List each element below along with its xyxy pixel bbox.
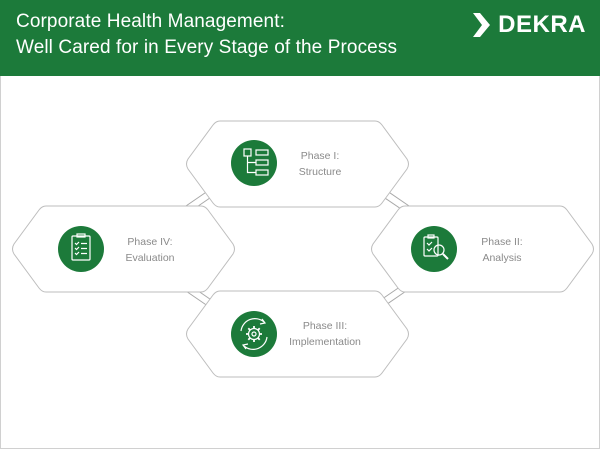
phase-implementation-label: Phase III: Implementation xyxy=(270,318,380,350)
phase-implementation-number: Phase III: xyxy=(302,320,348,332)
dekra-logo: DEKRA xyxy=(470,10,586,40)
phase-structure-name: Structure xyxy=(298,166,342,178)
page-title-line-2: Well Cared for in Every Stage of the Pro… xyxy=(16,37,398,58)
phase-evaluation-hexagon xyxy=(12,205,235,293)
phase-implementation-hexagon xyxy=(186,290,409,378)
org-chart-icon xyxy=(243,148,269,176)
checklist-icon xyxy=(71,233,91,261)
phase-analysis-label: Phase II: Analysis xyxy=(447,234,557,266)
phase-structure-label: Phase I: Structure xyxy=(265,148,375,180)
clipboard-magnifier-icon xyxy=(423,234,449,260)
gear-cycle-icon xyxy=(240,318,268,350)
phase-analysis-name: Analysis xyxy=(482,252,522,264)
dekra-logo-mark-icon xyxy=(473,13,491,37)
phase-evaluation-label: Phase IV: Evaluation xyxy=(95,234,205,266)
phase-structure-hexagon xyxy=(186,120,409,208)
phase-analysis-hexagon xyxy=(371,205,594,293)
page-title-line-1: Corporate Health Management: xyxy=(16,11,285,32)
phase-analysis-number: Phase II: xyxy=(481,236,523,248)
phase-evaluation-number: Phase IV: xyxy=(127,236,173,248)
phase-structure-number: Phase I: xyxy=(300,150,340,162)
phase-implementation-name: Implementation xyxy=(289,336,361,348)
header-bar: Corporate Health Management: Well Cared … xyxy=(0,0,600,76)
logo-text: DEKRA xyxy=(498,11,586,38)
phase-evaluation-name: Evaluation xyxy=(125,252,175,264)
